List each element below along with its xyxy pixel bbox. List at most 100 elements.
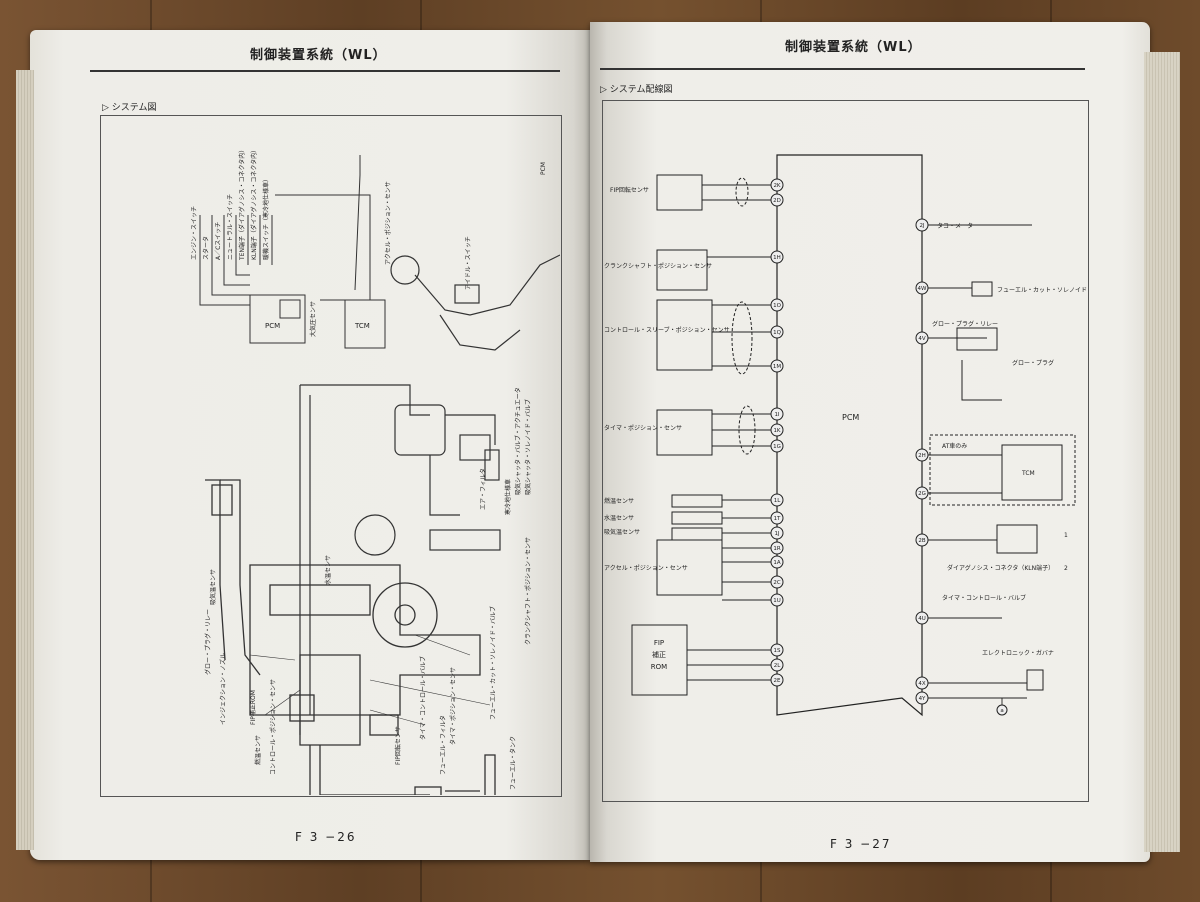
label-glow-relay: グロー・プラグ・リレー	[932, 320, 998, 328]
fip-speed-label: FIP回転センサ	[394, 726, 402, 765]
label-tcm: TCM	[1021, 470, 1035, 477]
label-fuel-temp-sensor: 燃温センサ	[604, 497, 634, 505]
label-at-only: AT車のみ	[942, 442, 967, 450]
fuel-tank-label: フューエル・タンク	[509, 736, 517, 790]
pin-4v: 4V	[918, 336, 925, 342]
fip-rom-label: FIP補正ROM	[249, 690, 257, 725]
switch-label-ten: TEN端子（ダイアグノシス・コネクタ内）	[238, 147, 246, 261]
pin-1o: 1O	[773, 303, 781, 309]
pin-1k: 1K	[773, 428, 780, 434]
baro-sensor-label: 大気圧センサ	[309, 301, 317, 337]
left-section-title: ▷ システム図	[102, 103, 157, 113]
pin-4x: 4X	[918, 681, 925, 687]
glow-relay-label: グロー・プラグ・リレー	[204, 609, 212, 675]
label-fip-speed-sensor: FIP回転センサ	[610, 186, 649, 194]
right-page-number: F 3 −27	[830, 837, 892, 851]
tcm-label: TCM	[354, 322, 370, 330]
fuel-temp-label: 燃温センサ	[254, 735, 262, 765]
system-diagram: PCM TCM エンジン・スイッチ スタータ A／Cスイッチ ニュートラル・スイ…	[191, 147, 560, 795]
left-page: 制御装置系統（WL） ▷ システム図 PCM	[16, 30, 590, 860]
pin-1t: 1T	[774, 516, 781, 522]
pin-4y: 4Y	[919, 696, 926, 702]
switch-label-warmup: 暖機スイッチ（寒冷地仕様車）	[262, 176, 270, 260]
tcm-box	[344, 299, 386, 349]
label-timer-position-sensor: タイマ・ポジション・センサ	[604, 424, 682, 432]
fip-rom-line-3: ROM	[651, 663, 667, 671]
left-page-header: 制御装置系統（WL）	[250, 48, 387, 63]
connector-num-1: 1	[1064, 532, 1068, 539]
pin-2l: 2L	[774, 663, 781, 669]
system-diagram-frame	[100, 115, 562, 797]
control-sleeve-label: コントロール・ポジション・センサ	[269, 679, 277, 775]
right-page-edge	[1144, 52, 1180, 852]
label-control-sleeve-sensor: コントロール・スリーブ・ポジション・センサ	[604, 326, 730, 334]
air-filter-label: エア・フィルタ	[479, 468, 487, 510]
pin-1g: 1G	[773, 444, 781, 450]
pin-1s: 1S	[774, 648, 781, 654]
pin-1a: 1A	[773, 560, 780, 566]
pin-1m: 1M	[773, 364, 781, 370]
pcm-center-label: PCM	[842, 413, 859, 422]
pin-2h: 2H	[918, 453, 926, 459]
intake-temp-label: 吸気温センサ	[209, 569, 217, 605]
label-glow-plug: グロー・プラグ	[1012, 359, 1054, 367]
switch-label-starter: スタータ	[202, 236, 210, 260]
pin-1h: 1H	[773, 255, 781, 261]
pin-2j: 2J	[919, 223, 924, 229]
label-fuel-cut-valve: フューエル・カット・ソレノイド・バルブ	[997, 286, 1087, 294]
right-page: 制御装置系統（WL） ▷ システム配線図 PCM	[590, 22, 1180, 862]
fip-rom-line-1: FIP	[654, 639, 664, 647]
left-page-edge	[16, 70, 34, 850]
pcm-outline	[776, 154, 923, 717]
fuel-filter-label: フューエル・フィルタ	[439, 715, 447, 775]
pin-4u: 4U	[918, 616, 926, 622]
label-intake-temp-sensor: 吸気温センサ	[604, 528, 640, 536]
open-manual-book: 制御装置系統（WL） ▷ システム図 PCM	[16, 18, 1180, 868]
idle-switch-label: アイドル・スイッチ	[465, 236, 472, 290]
shutter-solenoid-label: 吸気シャッタ・ソレノイド・バルブ	[524, 399, 532, 495]
pin-2d: 2D	[773, 198, 781, 204]
pin-1i: 1I	[774, 412, 779, 418]
baro-sensor-box	[279, 299, 301, 319]
pcm-label: PCM	[265, 322, 280, 330]
connector-num-2: 2	[1064, 565, 1068, 572]
fuel-cut-label: フューエル・カット・ソレノイド・バルブ	[489, 606, 497, 720]
label-electronic-governor: エレクトロニック・ガバナ	[982, 649, 1054, 657]
pin-1l: 1L	[774, 498, 781, 504]
cold-region-label: 寒冷地仕様車	[504, 479, 512, 515]
pin-2g: 2G	[918, 491, 926, 497]
pin-1u: 1U	[773, 598, 781, 604]
left-section-text: システム図	[111, 103, 157, 113]
pcm-side-label: PCM	[540, 162, 547, 175]
timer-sensor-label: タイマ・ポジション・センサ	[449, 667, 457, 745]
pin-2k: 2K	[773, 183, 780, 189]
right-header-rule	[600, 68, 1085, 70]
pin-2c: 2C	[773, 580, 780, 586]
right-section-text: システム配線図	[609, 85, 673, 95]
switch-label-ac: A／Cスイッチ	[215, 222, 222, 260]
switch-label-kln: KLN端子（ダイアグノシス・コネクタ内）	[250, 147, 258, 260]
label-diag-connector: ダイアグノシス・コネクタ（KLN端子）	[947, 564, 1054, 572]
pin-1q: 1Q	[773, 330, 781, 336]
crank-sensor-label: クランクシャフト・ポジション・センサ	[524, 537, 532, 645]
pin-1r: 1R	[773, 546, 780, 552]
switch-label-engine: エンジン・スイッチ	[191, 206, 198, 260]
timer-valve-label: タイマ・コントロール・バルブ	[419, 656, 427, 740]
accel-sensor-label: アクセル・ポジション・センサ	[384, 181, 392, 265]
water-temp-label: 水温センサ	[324, 555, 332, 585]
pcm-box	[249, 294, 306, 344]
injection-nozzle-label: インジェクション・ノズル	[219, 653, 227, 725]
label-crankshaft-sensor: クランクシャフト・ポジション・センサ	[604, 262, 712, 270]
wiring-diagram: PCM	[604, 154, 1087, 717]
label-tacho-meter: タコ・メータ	[937, 222, 973, 230]
ground-a-label: a	[1000, 708, 1003, 714]
fip-rom-line-2: 補正	[652, 650, 666, 659]
right-section-title: ▷ システム配線図	[600, 85, 673, 95]
shutter-actuator-label: 吸気シャッタ・バルブ・アクチュエータ	[514, 387, 522, 495]
left-page-number: F 3 −26	[295, 830, 357, 844]
wiring-diagram-frame	[602, 100, 1089, 802]
label-timer-control-valve: タイマ・コントロール・バルブ	[942, 594, 1026, 602]
pin-4w: 4W	[918, 286, 927, 292]
label-accel-position-sensor: アクセル・ポジション・センサ	[604, 564, 688, 572]
pin-2e: 2E	[774, 678, 781, 684]
